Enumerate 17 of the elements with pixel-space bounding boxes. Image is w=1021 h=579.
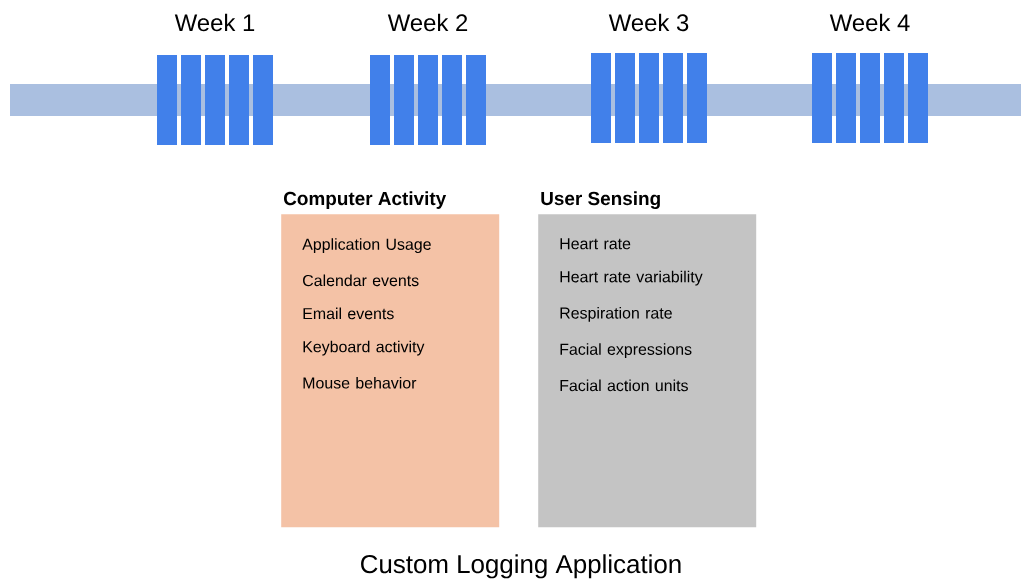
week-label: Week 3 [608, 13, 689, 32]
list-item: Mouse behavior [303, 376, 417, 389]
list-item: Calendar events [303, 274, 419, 287]
list-item: Facial expressions [560, 343, 692, 359]
caption: Custom Logging Application [361, 554, 681, 579]
list-item: Respiration rate [560, 307, 672, 322]
list-item: Application Usage [302, 238, 431, 254]
list-item: Keyboard activity [303, 340, 425, 356]
box-heading: User Sensing [541, 191, 660, 209]
week-label: Week 1 [174, 13, 255, 32]
list-item: Heart rate [560, 238, 631, 250]
list-item: Heart rate variability [560, 270, 703, 286]
week-label: Week 2 [387, 13, 468, 32]
list-item: Email events [303, 307, 394, 320]
week-label: Week 4 [829, 13, 910, 32]
list-item: Facial action units [560, 379, 688, 392]
box-heading: Computer Activity [284, 191, 447, 209]
